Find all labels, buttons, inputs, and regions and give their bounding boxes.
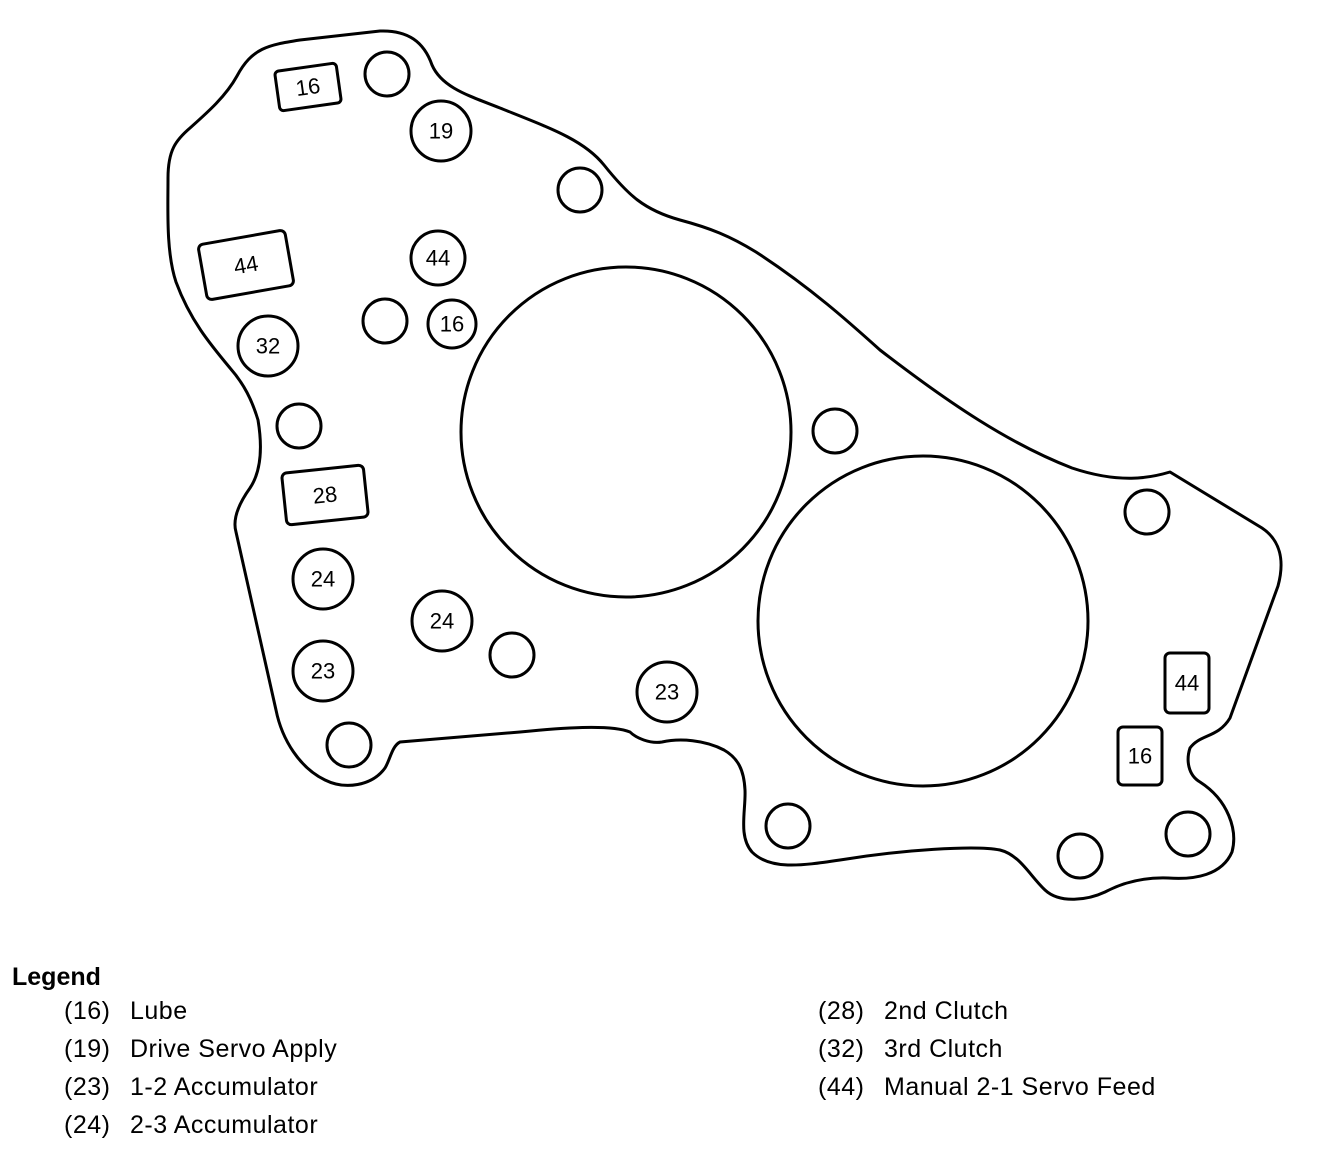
legend-item-number: (44) [818,1073,865,1101]
port-label: 16 [294,73,322,101]
legend-item-text: 1-2 Accumulator [130,1073,319,1101]
legend-item-number: (28) [818,997,865,1025]
port-circle-24-center: 24 [410,589,474,653]
legend-item: (24) 2-3 Accumulator [64,1106,337,1144]
gasket-diagram: 16 19 44 44 16 32 28 24 24 23 23 44 [166,29,1283,901]
legend-item-number: (19) [64,1035,111,1063]
port-label: 28 [312,481,339,508]
legend-item-text: 3rd Clutch [884,1035,1003,1063]
port-label: 44 [426,246,450,271]
legend-item: (19) Drive Servo Apply [64,1030,337,1068]
legend-item-text: 2nd Clutch [884,997,1009,1025]
port-rect-44-right: 44 [1163,651,1211,715]
legend-item: (44) Manual 2-1 Servo Feed [818,1068,1156,1106]
bolt-hole [488,631,536,679]
legend-item-text: Manual 2-1 Servo Feed [884,1073,1156,1101]
legend-column-left: (16) Lube (19) Drive Servo Apply (23) 1-2 A… [64,992,337,1144]
legend-item: (32) 3rd Clutch [818,1030,1156,1068]
port-circle-32: 32 [236,314,300,378]
port-circle-16: 16 [426,298,478,350]
bolt-hole [325,721,373,769]
large-bore-upper [459,265,793,599]
port-rect-28: 28 [280,463,370,527]
bolt-hole [811,407,859,455]
legend-item-text: 2-3 Accumulator [130,1111,319,1139]
port-rect-16-top: 16 [273,61,343,113]
bolt-hole [275,402,323,450]
port-label: 24 [430,609,454,634]
port-circle-23-center: 23 [635,660,699,724]
port-label: 16 [1128,744,1152,769]
port-label: 23 [655,680,679,705]
port-label: 44 [232,251,260,280]
bolt-hole [361,297,409,345]
bolt-hole [556,166,604,214]
port-circle-44: 44 [409,229,467,287]
port-rect-44-left: 44 [197,229,295,301]
port-circle-23-left: 23 [291,639,355,703]
legend-item-number: (16) [64,997,111,1025]
legend-item: (23) 1-2 Accumulator [64,1068,337,1106]
port-rect-16-right: 16 [1116,725,1164,787]
bolt-hole [764,802,812,850]
legend-item-number: (32) [818,1035,865,1063]
bolt-hole [363,50,411,98]
port-label: 24 [311,567,335,592]
legend: Legend (16) Lube (19) Drive Servo Apply (2… [12,962,1332,1139]
legend-item: (16) Lube [64,992,337,1030]
bolt-hole [1123,488,1171,536]
legend-item-number: (24) [64,1111,111,1139]
port-label: 19 [429,119,453,144]
legend-column-right: (28) 2nd Clutch (32) 3rd Clutch (44) Manual… [818,992,1156,1106]
port-circle-19: 19 [409,99,473,163]
port-label: 44 [1175,671,1199,696]
large-bore-lower [756,454,1090,788]
bolt-hole [1056,832,1104,880]
legend-title: Legend [12,963,101,991]
port-label: 16 [440,312,464,337]
port-label: 32 [256,334,280,359]
bolt-hole [1164,810,1212,858]
legend-item: (28) 2nd Clutch [818,992,1156,1030]
legend-item-text: Lube [130,997,188,1025]
port-circle-24-left: 24 [291,547,355,611]
legend-item-number: (23) [64,1073,111,1101]
legend-item-text: Drive Servo Apply [130,1035,338,1063]
port-label: 23 [311,659,335,684]
